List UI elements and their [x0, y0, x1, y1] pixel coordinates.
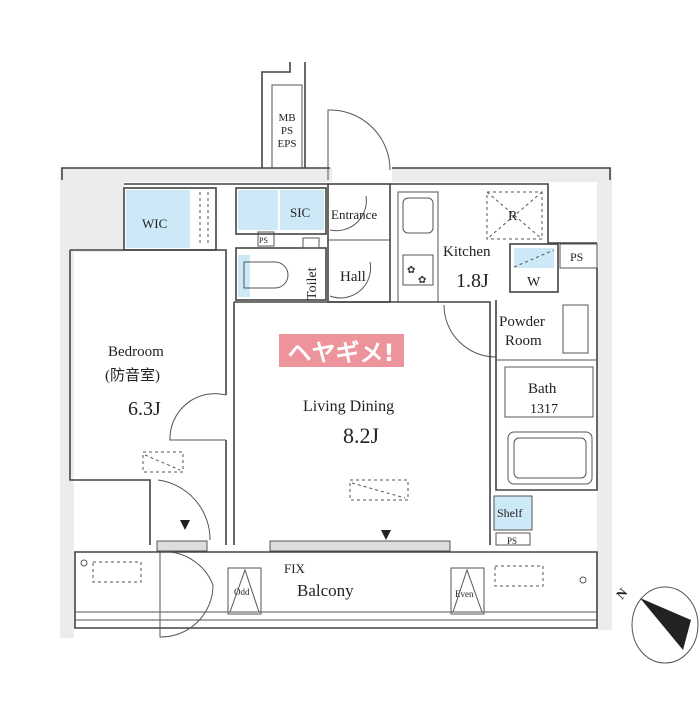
- watermark: ヘヤギメ!: [279, 334, 404, 367]
- bath-label: Bath: [528, 381, 557, 397]
- kitchen-size: 1.8J: [456, 270, 489, 292]
- fridge-label: R: [508, 209, 518, 224]
- bedroom-label: Bedroom: [108, 344, 164, 360]
- living-label: Living Dining: [303, 398, 394, 415]
- ps-toilet-label: PS: [259, 236, 268, 245]
- bedroom-size: 6.3J: [128, 398, 161, 420]
- svg-text:✿: ✿: [418, 275, 426, 286]
- washer-label: W: [527, 275, 541, 290]
- shaft-label-ps: PS: [281, 125, 293, 137]
- room-bath: Bath 1317: [504, 366, 594, 485]
- kitchen-label: Kitchen: [443, 244, 491, 260]
- svg-text:✿: ✿: [407, 265, 415, 276]
- outer-wall: [61, 167, 611, 244]
- bath-size: 1317: [530, 402, 558, 417]
- room-toilet: Toilet: [235, 237, 327, 301]
- shelf-label: Shelf: [497, 506, 522, 520]
- room-kitchen: ✿ ✿ R Kitchen 1.8J: [397, 191, 543, 358]
- living-size: 8.2J: [343, 423, 380, 448]
- hall-label: Hall: [340, 269, 366, 285]
- fix-label: FIX: [284, 561, 306, 576]
- ps-bottom-label: PS: [507, 536, 517, 546]
- mb-ps-eps-shaft: MB PS EPS: [261, 62, 306, 169]
- wic-label: WIC: [142, 216, 167, 231]
- watermark-text: ヘヤギメ!: [288, 339, 395, 367]
- powder-label-1: Powder: [499, 314, 545, 330]
- entrance-label: Entrance: [331, 207, 377, 222]
- even-label: Even: [455, 589, 474, 599]
- room-sic: SIC PS: [235, 187, 327, 247]
- odd-label: Odd: [234, 587, 250, 597]
- room-living-dining: Living Dining 8.2J: [156, 301, 491, 552]
- ps-kitchen-label: PS: [570, 250, 583, 264]
- room-bedroom: Bedroom (防音室) 6.3J: [69, 249, 227, 545]
- shaft-label-mb: MB: [278, 112, 295, 124]
- shaft-label-eps: EPS: [278, 138, 297, 150]
- room-entrance-hall: Entrance Hall: [327, 183, 391, 303]
- toilet-label: Toilet: [305, 267, 320, 300]
- room-powder: Powder Room: [495, 268, 598, 491]
- entrance-door: [327, 109, 391, 180]
- balcony-label: Balcony: [297, 581, 354, 600]
- powder-label-2: Room: [505, 333, 542, 349]
- room-wic: WIC: [123, 187, 217, 251]
- sic-label: SIC: [290, 205, 310, 220]
- room-shelf: Shelf PS: [493, 495, 533, 546]
- compass-icon: N: [613, 585, 699, 664]
- compass-north-label: N: [613, 585, 631, 602]
- room-washer: W PS: [509, 243, 598, 293]
- balcony: Odd Even FIX Balcony: [74, 551, 598, 638]
- bedroom-note: (防音室): [105, 367, 160, 384]
